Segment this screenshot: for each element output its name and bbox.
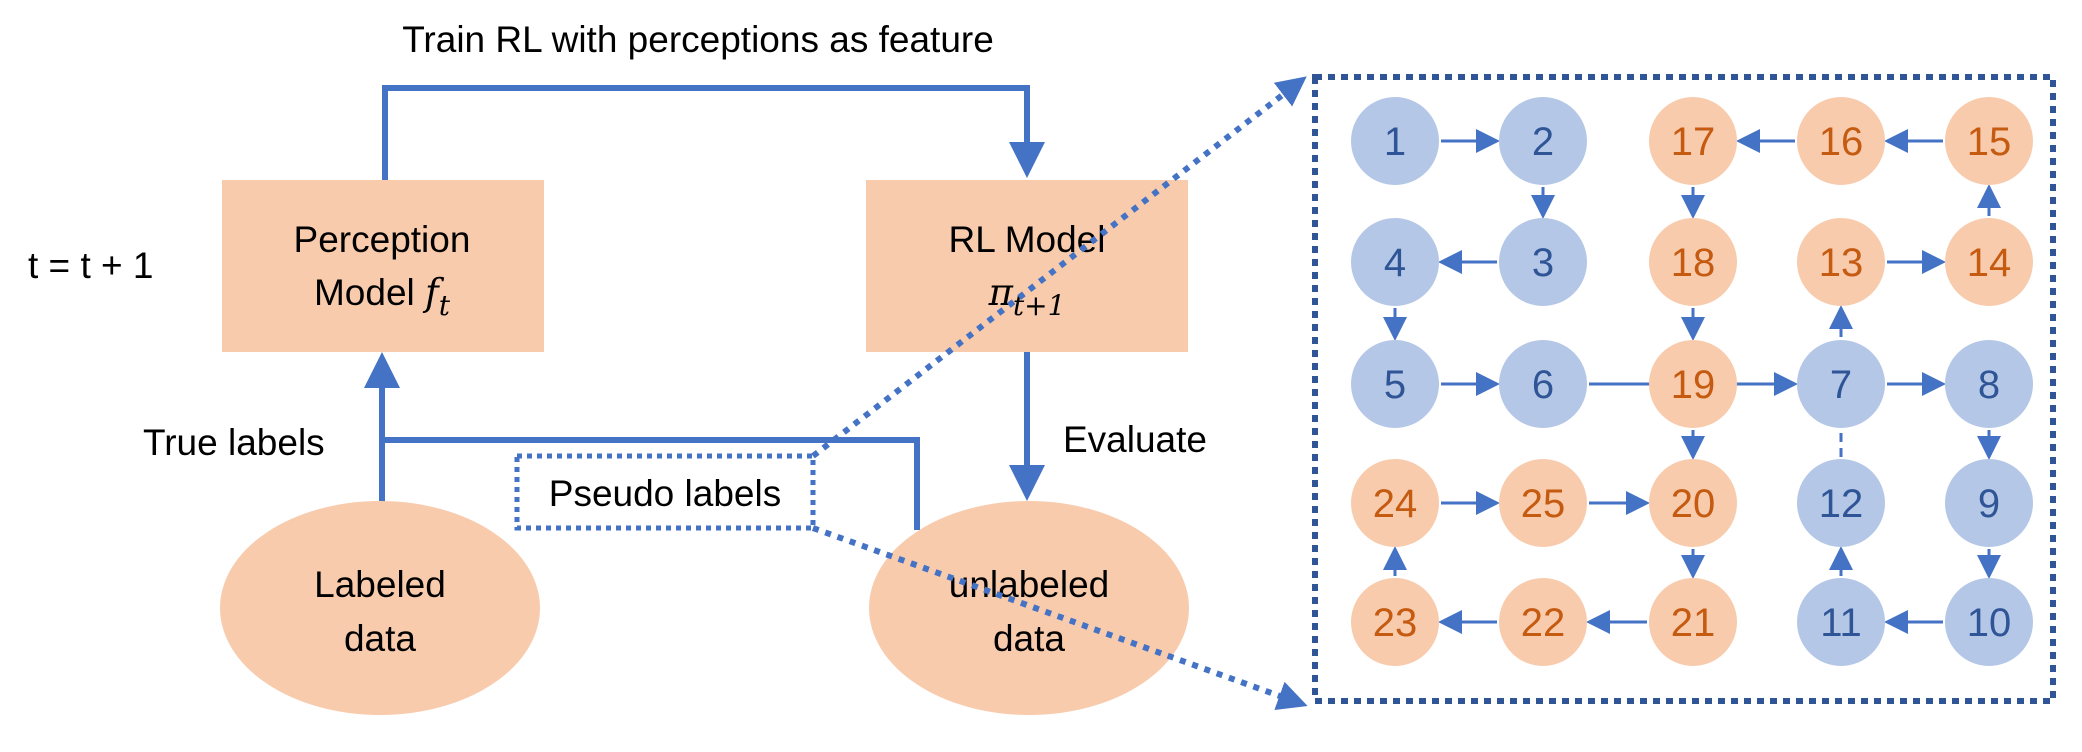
grid-node-circle xyxy=(1945,578,2033,666)
grid-node-circle xyxy=(1351,578,1439,666)
grid-node-circle xyxy=(1797,218,1885,306)
grid-node-19: 19 xyxy=(1649,340,1737,428)
diagram-title: Train RL with perceptions as feature xyxy=(402,19,994,60)
grid-node-circle xyxy=(1649,459,1737,547)
grid-node-circle xyxy=(1499,97,1587,185)
labeled-data-ellipse xyxy=(220,501,540,715)
grid-node-24: 24 xyxy=(1351,459,1439,547)
evaluate-text: Evaluate xyxy=(1063,419,1207,460)
perception-model-line2: Model ft xyxy=(314,271,451,322)
grid-node-17: 17 xyxy=(1649,97,1737,185)
grid-node-circle xyxy=(1351,459,1439,547)
unlabeled-data-ellipse xyxy=(869,501,1189,715)
grid-node-20: 20 xyxy=(1649,459,1737,547)
grid-node-13: 13 xyxy=(1797,218,1885,306)
grid-node-label: 5 xyxy=(1384,363,1406,407)
grid-node-3: 3 xyxy=(1499,218,1587,306)
grid-node-label: 6 xyxy=(1532,363,1554,407)
grid-node-circle xyxy=(1499,459,1587,547)
rl-model-line1: RL Model xyxy=(949,219,1106,260)
grid-node-label: 13 xyxy=(1819,241,1864,285)
grid-node-label: 18 xyxy=(1671,241,1716,285)
grid-node-label: 20 xyxy=(1671,482,1716,526)
grid-node-circle xyxy=(1649,578,1737,666)
grid-node-label: 14 xyxy=(1967,241,2012,285)
grid-node-circle xyxy=(1499,340,1587,428)
pseudo-labels-path xyxy=(382,437,920,530)
rl-model-line2: πt+1 xyxy=(988,271,1066,322)
grid-node-circle xyxy=(1351,218,1439,306)
grid-node-circle xyxy=(1499,218,1587,306)
perception-model-line1: Perception xyxy=(294,219,471,260)
grid-node-label: 12 xyxy=(1819,482,1864,526)
grid-node-label: 19 xyxy=(1671,363,1716,407)
grid-node-circle xyxy=(1945,97,2033,185)
grid-node-10: 10 xyxy=(1945,578,2033,666)
grid-node-circle xyxy=(1499,578,1587,666)
pseudo-labels-box xyxy=(514,453,816,531)
grid-node-label: 1 xyxy=(1384,120,1406,164)
path-grid-panel xyxy=(1312,74,2056,704)
grid-node-5: 5 xyxy=(1351,340,1439,428)
grid-node-8: 8 xyxy=(1945,340,2033,428)
train-rl-arrow xyxy=(382,85,1045,180)
grid-node-4: 4 xyxy=(1351,218,1439,306)
rl-model-box xyxy=(866,180,1188,352)
grid-node-label: 21 xyxy=(1671,601,1716,645)
grid-node-label: 10 xyxy=(1967,601,2012,645)
grid-node-label: 11 xyxy=(1820,601,1862,645)
grid-node-12: 12 xyxy=(1797,459,1885,547)
grid-node-15: 15 xyxy=(1945,97,2033,185)
grid-node-18: 18 xyxy=(1649,218,1737,306)
grid-node-label: 8 xyxy=(1978,363,2000,407)
grid-node-circle xyxy=(1797,578,1885,666)
grid-node-1: 1 xyxy=(1351,97,1439,185)
grid-node-label: 17 xyxy=(1671,120,1716,164)
grid-node-6: 6 xyxy=(1499,340,1587,428)
grid-node-label: 3 xyxy=(1532,241,1554,285)
perception-model-box xyxy=(222,180,544,352)
true-labels-text: True labels xyxy=(143,422,325,463)
grid-node-7: 7 xyxy=(1797,340,1885,428)
grid-node-label: 25 xyxy=(1521,482,1566,526)
grid-node-circle xyxy=(1351,97,1439,185)
grid-node-11: 11 xyxy=(1797,578,1885,666)
labeled-data-line1: Labeled xyxy=(314,564,446,605)
grid-node-label: 9 xyxy=(1978,482,2000,526)
labeled-data-line2: data xyxy=(344,618,416,659)
grid-node-label: 23 xyxy=(1373,601,1418,645)
grid-node-circle xyxy=(1649,97,1737,185)
grid-node-circle xyxy=(1797,97,1885,185)
grid-node-25: 25 xyxy=(1499,459,1587,547)
grid-node-label: 2 xyxy=(1532,120,1554,164)
grid-node-circle xyxy=(1351,340,1439,428)
pseudo-labels-text: Pseudo labels xyxy=(549,473,781,514)
grid-node-circle xyxy=(1945,340,2033,428)
zoom-line-bottom xyxy=(811,525,1308,710)
grid-node-label: 24 xyxy=(1373,482,1418,526)
grid-node-circle xyxy=(1797,459,1885,547)
grid-node-22: 22 xyxy=(1499,578,1587,666)
grid-node-21: 21 xyxy=(1649,578,1737,666)
grid-node-label: 16 xyxy=(1819,120,1864,164)
grid-node-circle xyxy=(1945,459,2033,547)
grid-node-9: 9 xyxy=(1945,459,2033,547)
grid-node-14: 14 xyxy=(1945,218,2033,306)
iteration-label: t = t + 1 xyxy=(28,245,153,286)
grid-node-circle xyxy=(1649,218,1737,306)
grid-node-label: 15 xyxy=(1967,120,2012,164)
grid-node-label: 7 xyxy=(1830,363,1852,407)
grid-node-circle xyxy=(1797,340,1885,428)
unlabeled-data-line2: data xyxy=(993,618,1065,659)
grid-node-16: 16 xyxy=(1797,97,1885,185)
grid-node-circle xyxy=(1945,218,2033,306)
grid-node-2: 2 xyxy=(1499,97,1587,185)
grid-node-circle xyxy=(1649,340,1737,428)
grid-node-23: 23 xyxy=(1351,578,1439,666)
grid-node-label: 4 xyxy=(1384,241,1406,285)
grid-node-label: 22 xyxy=(1521,601,1566,645)
